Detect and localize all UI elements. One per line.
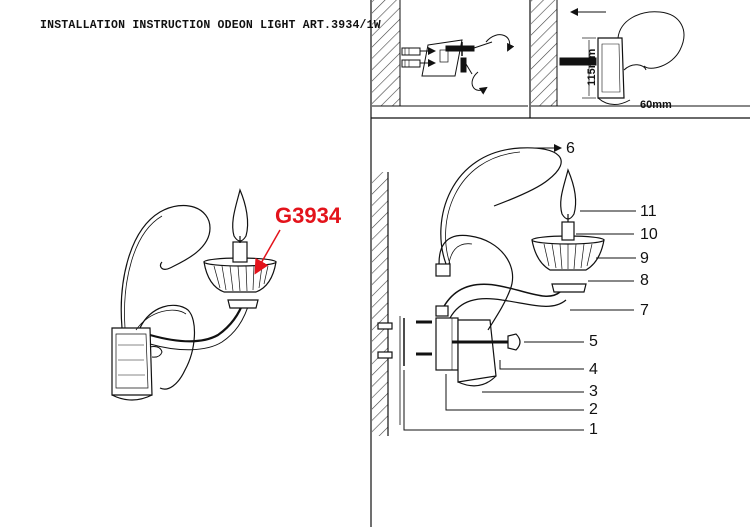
page-title: INSTALLATION INSTRUCTION ODEON LIGHT ART… xyxy=(40,19,381,32)
panel-dividers xyxy=(370,0,750,527)
part-label-2: 2 xyxy=(589,401,598,418)
part-label-1: 1 xyxy=(589,421,598,438)
exploded-view xyxy=(372,147,605,436)
height-dimension-label: 115mm xyxy=(586,48,598,86)
mounting-detail xyxy=(372,0,528,107)
part-label-6: 6 xyxy=(566,140,575,157)
part-label-3: 3 xyxy=(589,383,598,400)
part-label-9: 9 xyxy=(640,250,649,267)
part-label-8: 8 xyxy=(640,272,649,289)
model-number-label: G3934 xyxy=(275,203,342,228)
part-label-10: 10 xyxy=(640,226,658,243)
part-label-7: 7 xyxy=(640,302,649,319)
model-pointer-arrow xyxy=(254,229,281,275)
product-sketch xyxy=(111,188,277,401)
leader-lines xyxy=(403,144,636,431)
part-label-4: 4 xyxy=(589,361,598,378)
dimension-detail xyxy=(531,0,750,107)
part-label-11: 11 xyxy=(640,203,657,220)
part-label-5: 5 xyxy=(589,333,598,350)
width-dimension-label: 60mm xyxy=(640,99,672,111)
